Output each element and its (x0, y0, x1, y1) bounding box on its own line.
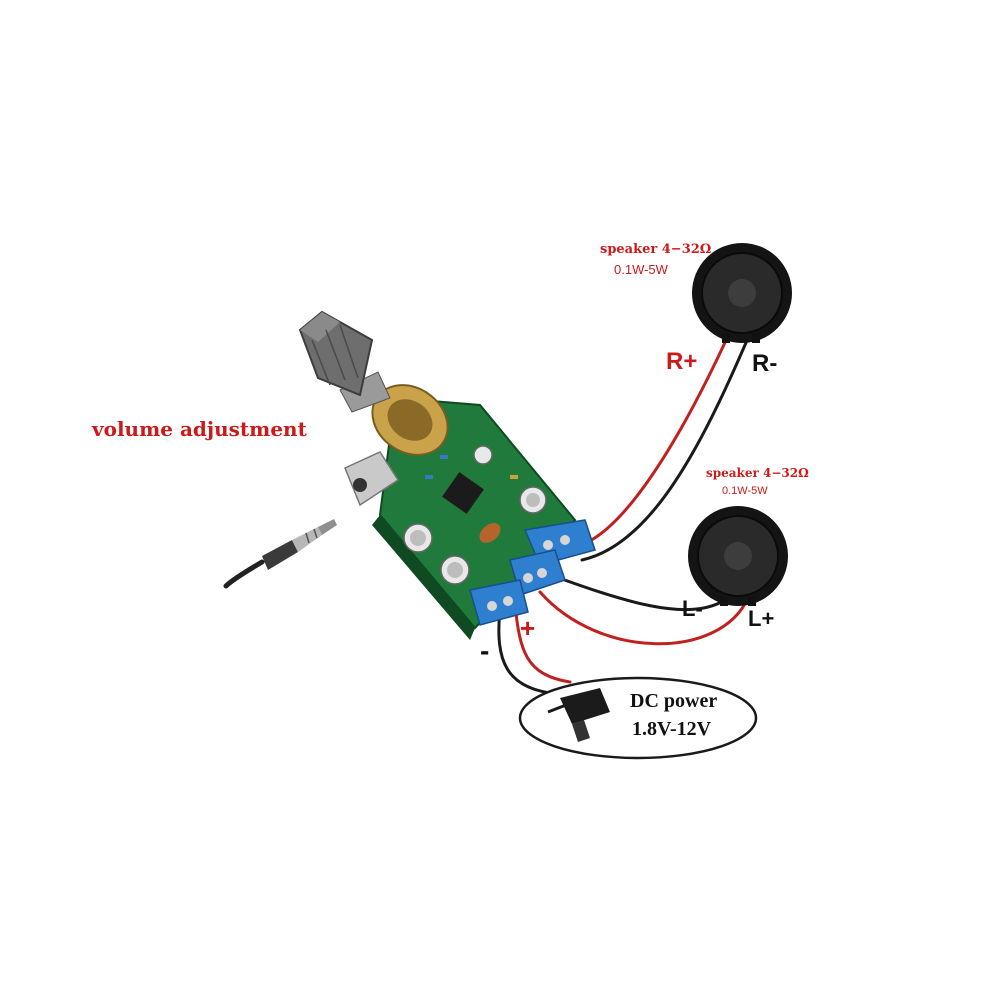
label-dc-minus: - (480, 635, 490, 666)
wires (223, 334, 750, 696)
dc-voltage-label: 1.8V-12V (632, 718, 712, 740)
label-dc-plus: + (520, 613, 536, 643)
label-r-plus: R+ (666, 348, 698, 375)
speaker-left-power: 0.1W-5W (722, 485, 768, 497)
wire-l-minus (543, 571, 730, 612)
label-l-minus: L- (682, 596, 703, 621)
speaker-left-title: speaker 4−32Ω (706, 466, 809, 480)
dc-power-label: DC power (630, 690, 718, 712)
speaker-icon (688, 506, 788, 606)
wire-r-plus (586, 334, 730, 544)
audio-cable (223, 559, 265, 589)
amplifier-board (344, 396, 596, 640)
speaker-icon (692, 243, 792, 343)
wire-dc-minus (497, 608, 562, 696)
audio-jack-icon (262, 519, 337, 570)
speaker-right-power: 0.1W-5W (614, 262, 668, 277)
dc-adapter-icon (547, 688, 610, 742)
wire-l-plus (538, 590, 750, 646)
wire-dc-plus (513, 603, 572, 684)
volume-label: volume adjustment (92, 417, 307, 441)
speaker-right-title: speaker 4−32Ω (600, 242, 712, 257)
label-r-minus: R- (752, 350, 778, 377)
label-l-plus: L+ (748, 606, 775, 631)
wire-r-minus (580, 336, 750, 562)
volume-knob-icon (298, 310, 449, 456)
